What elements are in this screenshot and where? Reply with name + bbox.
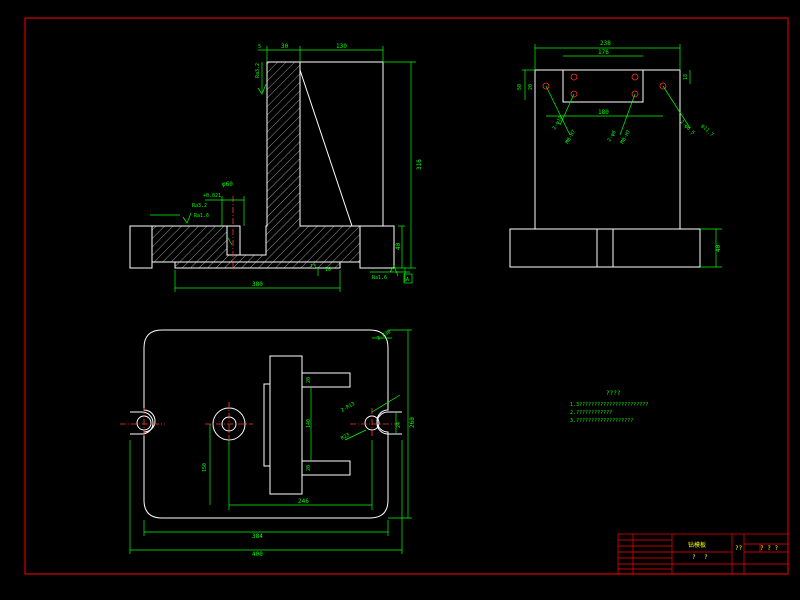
notes-line-1: 1.3??????????????????????? <box>570 402 648 408</box>
dim-slot-w: 20 <box>306 377 312 383</box>
dim-width-180: 180 <box>598 109 609 116</box>
title-block-scale-b: ? <box>704 554 708 561</box>
dim-slot-h: 24 <box>396 422 402 428</box>
dim-slot-r2: R23 <box>340 432 351 442</box>
dim-top-30: 30 <box>281 43 289 50</box>
front-rib-line <box>299 69 353 227</box>
notes-title: ???? <box>606 390 621 397</box>
dim-bore-tol: +0.021 <box>203 193 221 199</box>
dim-slot-w2: 20 <box>306 465 312 471</box>
dim-width-384: 384 <box>252 533 263 540</box>
top-column-lip <box>263 383 271 467</box>
top-arm-lower <box>301 460 351 476</box>
front-column-outline <box>267 61 384 227</box>
dim-width-246: 246 <box>298 498 309 505</box>
border-frame <box>24 17 789 575</box>
dim-top-small: 5 <box>258 44 261 50</box>
technical-notes: ???? 1.3??????????????????????? 2.??????… <box>570 390 648 424</box>
side-holes <box>542 73 667 98</box>
roughness-bottom: Ra1.6 <box>372 275 387 281</box>
dim-height-140: 140 <box>306 419 312 428</box>
top-plate-outline <box>143 329 389 519</box>
dim-small-b: 10 <box>325 267 331 273</box>
title-block-sheet: ? ? ? <box>760 545 778 552</box>
notes-line-3: 3.??????????????????? <box>570 418 633 424</box>
dim-width-380: 380 <box>252 281 263 288</box>
dim-height-20: 20 <box>528 84 534 90</box>
dim-left-small: Ra1.6 <box>194 213 209 219</box>
datum-box <box>403 273 413 284</box>
title-block-scale-a: ? <box>692 554 696 561</box>
dim-height-316: 316 <box>416 159 423 170</box>
datum-label: A <box>406 277 409 283</box>
roughness-symbol-bottom <box>389 265 399 277</box>
dim-small-a: 13 <box>310 264 316 270</box>
roughness-symbol-top <box>257 83 267 95</box>
top-arm-upper <box>301 372 351 388</box>
dim-top-130: 130 <box>336 43 347 50</box>
dim-height-150: 150 <box>202 463 208 472</box>
front-bore <box>226 225 241 256</box>
dim-bore-60: φ60 <box>222 181 233 188</box>
dim-height-40-side: 40 <box>715 244 722 252</box>
dim-height-40: 40 <box>395 242 402 250</box>
roughness-top: Ra3.2 <box>255 63 261 78</box>
dim-height-260: 260 <box>409 417 416 428</box>
front-view: 5 30 130 316 40 380 φ60 +0.021 Ra3.2 Ra1… <box>129 43 423 292</box>
hole-mid-a: 2-φ6 <box>607 130 618 143</box>
roughness-symbol-left <box>182 212 192 224</box>
side-top-slot <box>562 69 644 103</box>
roughness-symbol-mid <box>227 237 233 246</box>
dim-left-sym: Ra3.2 <box>192 203 207 209</box>
dim-width-238: 238 <box>600 40 611 47</box>
title-block-code: ?? <box>735 545 743 552</box>
dim-width-176: 176 <box>598 49 609 56</box>
title-block <box>617 533 789 575</box>
right-u-slot <box>376 411 402 435</box>
notes-line-2: 2.???????????? <box>570 410 612 416</box>
title-block-name: 钻模板 <box>688 541 706 549</box>
dim-height-18: 18 <box>683 74 689 80</box>
dim-width-400: 400 <box>252 551 263 558</box>
dim-height-50: 50 <box>517 84 523 90</box>
